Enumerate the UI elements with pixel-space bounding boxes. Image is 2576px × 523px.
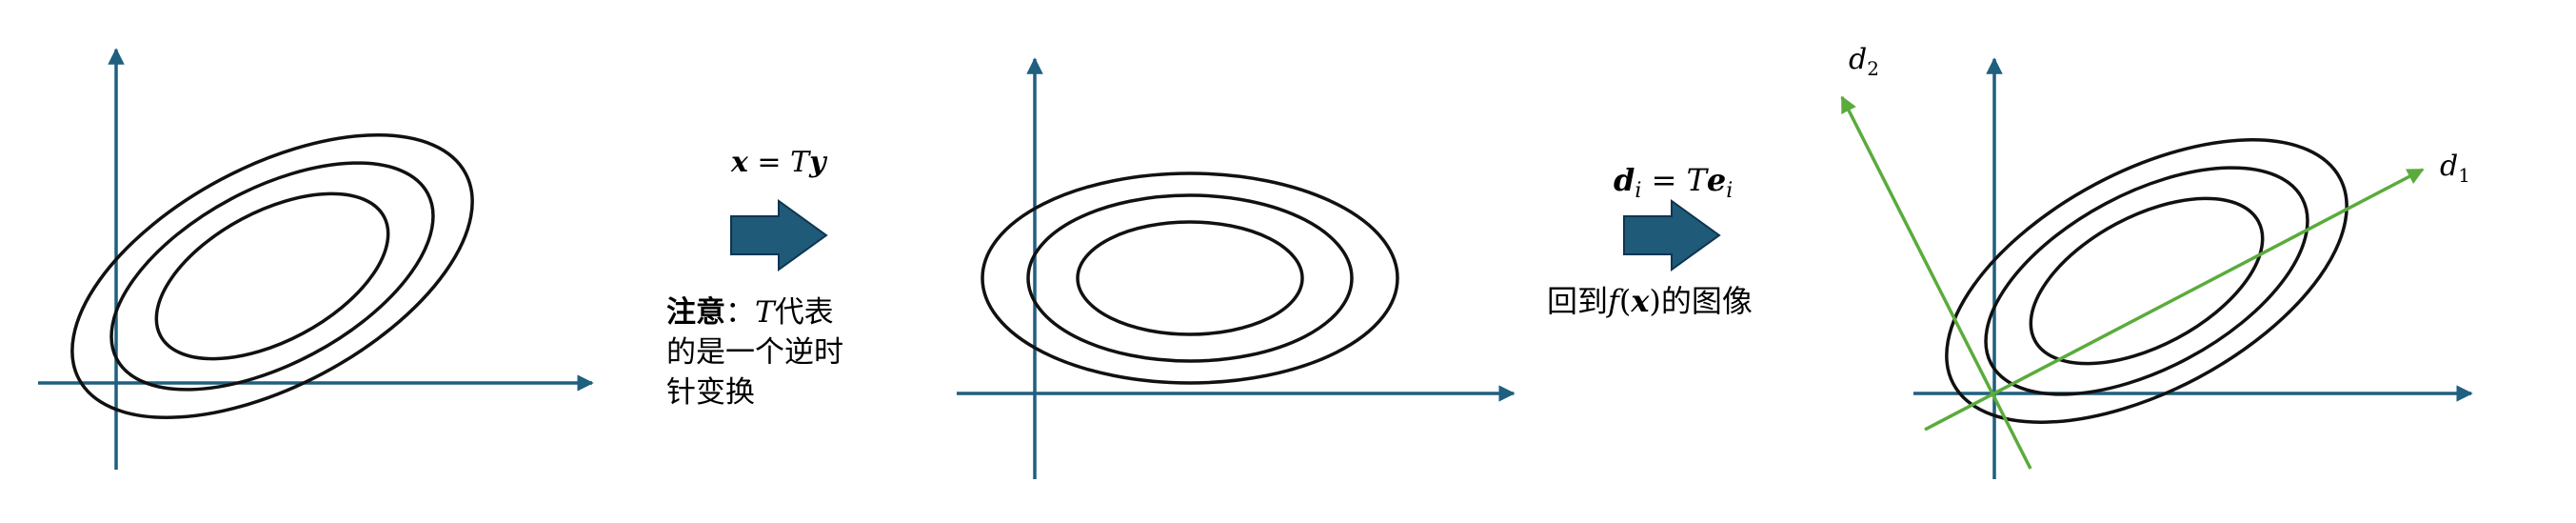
contour-inner bbox=[2029, 196, 2265, 366]
direction-d2-vector bbox=[1840, 95, 2032, 470]
panel-original-contours bbox=[38, 48, 594, 470]
panel-aligned-contours bbox=[957, 57, 1516, 479]
transform-step-2: di = Tei 回到f(x)的图像 bbox=[1547, 162, 1753, 319]
note-line-1: 注意：T代表 bbox=[666, 295, 834, 330]
note-line-3: 针变换 bbox=[666, 375, 755, 410]
contour-outer bbox=[981, 171, 1399, 385]
contour-middle bbox=[1026, 193, 1354, 363]
direction-d1-vector bbox=[1924, 168, 2425, 432]
label-d2: d2 bbox=[1849, 43, 1879, 80]
contour-inner bbox=[1076, 220, 1304, 336]
transform-arrow-1 bbox=[730, 199, 828, 272]
label-d1: d1 bbox=[2440, 150, 2470, 187]
transform-step-1: x = Ty 注意：T代表 的是一个逆时 针变换 bbox=[666, 146, 843, 410]
transform-arrow-2 bbox=[1623, 199, 1721, 272]
formula-d-eq-Te: di = Tei bbox=[1614, 162, 1733, 203]
caption-back-to-f: 回到f(x)的图像 bbox=[1547, 283, 1753, 319]
panel-principal-directions: d1 d2 bbox=[1840, 43, 2473, 479]
contour-middle bbox=[109, 161, 435, 392]
contour-outer bbox=[1945, 138, 2348, 424]
formula-x-eq-Ty: x = Ty bbox=[730, 146, 828, 179]
contour-outer bbox=[70, 133, 474, 419]
contour-middle bbox=[1984, 166, 2309, 396]
contour-inner bbox=[154, 191, 390, 361]
note-line-2: 的是一个逆时 bbox=[666, 335, 843, 370]
